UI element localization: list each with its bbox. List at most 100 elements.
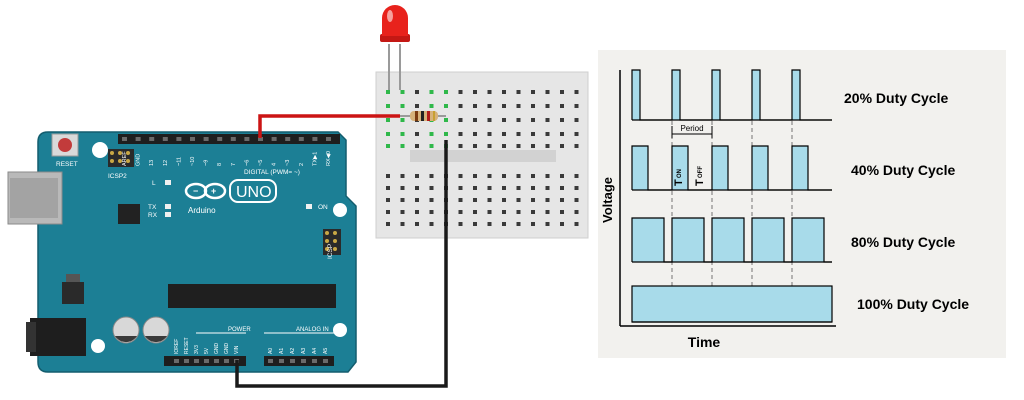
breadboard-hole <box>400 198 405 202</box>
breadboard-hole <box>386 198 390 202</box>
breadboard-hole <box>473 210 477 214</box>
breadboard-hole <box>415 198 419 202</box>
analog-label: ANALOG IN <box>296 327 329 333</box>
uno-badge <box>229 179 277 203</box>
breadboard-hole <box>473 186 477 190</box>
analog-pin-label: A1 <box>279 348 285 354</box>
power-pin-label: 5V <box>204 347 210 354</box>
pulse <box>752 70 760 120</box>
breadboard-hole <box>487 144 492 148</box>
pulse <box>631 285 833 323</box>
t-on-annotation: T ON <box>673 169 685 186</box>
breadboard-hole <box>473 198 477 202</box>
breadboard-hole <box>560 90 564 94</box>
rx-led <box>165 212 171 217</box>
breadboard-hole <box>386 144 390 148</box>
power-pin-label: GND <box>224 343 230 355</box>
breadboard-hole <box>415 132 419 136</box>
breadboard-hole <box>516 198 521 202</box>
breadboard-hole <box>531 210 535 214</box>
breadboard-hole <box>574 222 579 226</box>
pulse <box>712 70 720 120</box>
header-pin <box>333 231 337 235</box>
reset-button-cap[interactable] <box>58 138 72 152</box>
breadboard-hole <box>458 222 463 226</box>
header-pin <box>122 137 127 141</box>
breadboard-hole <box>516 104 521 108</box>
header-pin <box>325 239 329 243</box>
header-pin <box>285 137 291 141</box>
breadboard-hole <box>473 222 477 226</box>
digital-pin-label: 7 <box>231 163 237 166</box>
breadboard-hole <box>502 210 506 214</box>
on-led <box>306 204 312 209</box>
capacitor-left-mark <box>115 336 137 343</box>
header-pin <box>301 359 306 363</box>
breadboard-hole <box>487 132 492 136</box>
pulse <box>752 146 768 190</box>
power-pin-label: IOREF <box>174 339 180 354</box>
header-pin <box>290 359 295 363</box>
breadboard-hole <box>531 198 535 202</box>
rx-label: RX <box>148 212 158 219</box>
reset-label: RESET <box>56 161 78 168</box>
header-pin <box>224 359 229 363</box>
breadboard-hole <box>429 222 434 226</box>
digital-pin-label: ~11 <box>176 157 182 166</box>
header-pin <box>230 137 236 141</box>
atmega-chip <box>168 284 336 308</box>
digital-pin-label: 4 <box>272 163 278 166</box>
breadboard-hole <box>400 144 405 148</box>
breadboard-hole <box>502 132 506 136</box>
period-label: Period <box>680 124 703 133</box>
breadboard-hole <box>429 210 434 214</box>
digital-header <box>118 134 340 144</box>
breadboard-hole <box>560 132 564 136</box>
breadboard-hole <box>545 186 550 190</box>
header-pin <box>118 151 122 155</box>
breadboard-hole <box>516 144 521 148</box>
power-pin-label: GND <box>214 343 220 355</box>
header-pin <box>333 239 337 243</box>
pulse <box>792 146 808 190</box>
digital-pin-label: AREF <box>122 151 128 166</box>
breadboard-hole <box>400 186 405 190</box>
tx-label: TX <box>148 204 157 211</box>
pulse <box>632 218 664 262</box>
breadboard-hole <box>531 144 535 148</box>
breadboard-hole <box>487 90 492 94</box>
header-pin <box>203 137 209 141</box>
icsp2-label: ICSP2 <box>108 173 127 180</box>
led-highlight <box>387 10 393 22</box>
breadboard-hole <box>487 186 492 190</box>
mount-hole <box>333 203 347 217</box>
breadboard-hole <box>444 104 448 108</box>
voltage-regulator <box>62 282 84 304</box>
breadboard-hole <box>473 90 477 94</box>
breadboard-hole <box>560 104 564 108</box>
breadboard-hole <box>502 104 506 108</box>
breadboard-hole <box>516 222 521 226</box>
breadboard-hole <box>487 104 492 108</box>
breadboard-hole <box>574 132 579 136</box>
breadboard-hole <box>400 222 405 226</box>
icsp2-header <box>108 149 134 167</box>
header-pin <box>279 359 284 363</box>
breadboard-holes <box>386 90 579 226</box>
breadboard-hole <box>502 198 506 202</box>
breadboard-hole <box>415 222 419 226</box>
pwm-panel: Voltage Time Period T ON T OFF 20% Duty … <box>598 50 1006 358</box>
breadboard-hole <box>560 222 564 226</box>
analog-pin-label: A2 <box>290 348 296 354</box>
header-pin <box>110 159 114 163</box>
breadboard-hole <box>502 118 506 122</box>
breadboard-hole <box>429 144 434 148</box>
breadboard-hole <box>545 144 550 148</box>
breadboard-hole <box>400 104 405 108</box>
t-off-sub: OFF <box>698 166 704 178</box>
breadboard-hole <box>429 132 434 136</box>
capacitor-right-mark <box>145 336 167 343</box>
header-pin <box>149 137 155 141</box>
